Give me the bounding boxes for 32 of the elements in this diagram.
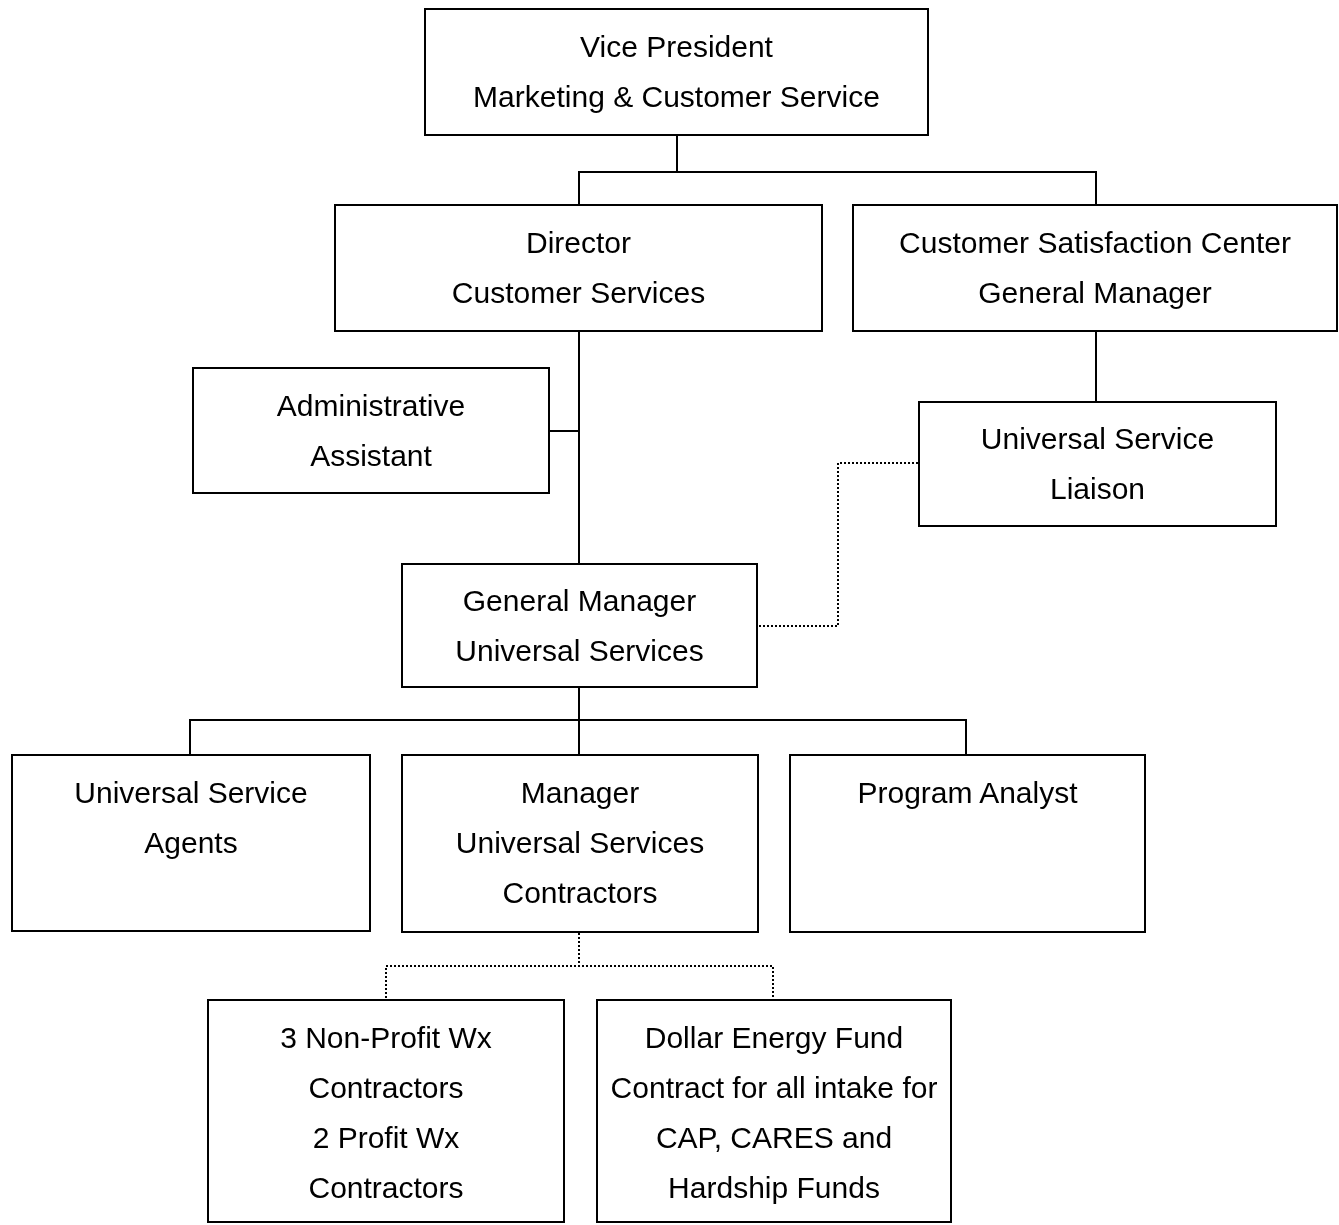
org-box: [596, 999, 952, 1223]
role-title: Universal Service Agents: [73, 775, 309, 861]
role-title: Administrative Assistant: [275, 387, 467, 474]
org-box: [401, 754, 759, 933]
org-box: [192, 367, 550, 494]
role-title: Universal Service Liaison: [979, 421, 1216, 507]
org-box: [789, 754, 1146, 933]
role-title: Universal Services Contractors: [454, 825, 706, 911]
role-title: Dollar Energy Fund Contract for all intake for CAP, CARES and Hardship Funds: [609, 1020, 939, 1206]
role-title: Manager: [520, 775, 640, 811]
connector-line: [578, 331, 580, 564]
role-title: Universal Services: [455, 632, 704, 669]
role-title: Customer Services: [451, 275, 706, 311]
org-box: [11, 754, 371, 932]
role-title: Customer Satisfaction Center: [899, 225, 1291, 261]
org-box: [852, 204, 1338, 332]
dotted-connector: [757, 462, 919, 627]
org-box: [401, 563, 758, 688]
role-title: General Manager: [978, 275, 1212, 311]
org-box: [334, 204, 823, 332]
role-title: 2 Profit Wx Contractors: [307, 1120, 465, 1206]
dotted-connector: [578, 932, 774, 1000]
role-title: Marketing & Customer Service: [473, 79, 880, 115]
org-box: [918, 401, 1277, 527]
connector-line: [1095, 331, 1097, 402]
role-title: Program Analyst: [857, 775, 1078, 811]
role-title: Vice President: [580, 29, 773, 65]
org-box: [424, 8, 929, 136]
role-title: 3 Non-Profit Wx Contractors: [279, 1020, 493, 1106]
role-title: General Manager: [462, 582, 697, 619]
org-box: [207, 999, 565, 1223]
role-title: Director: [526, 225, 631, 261]
